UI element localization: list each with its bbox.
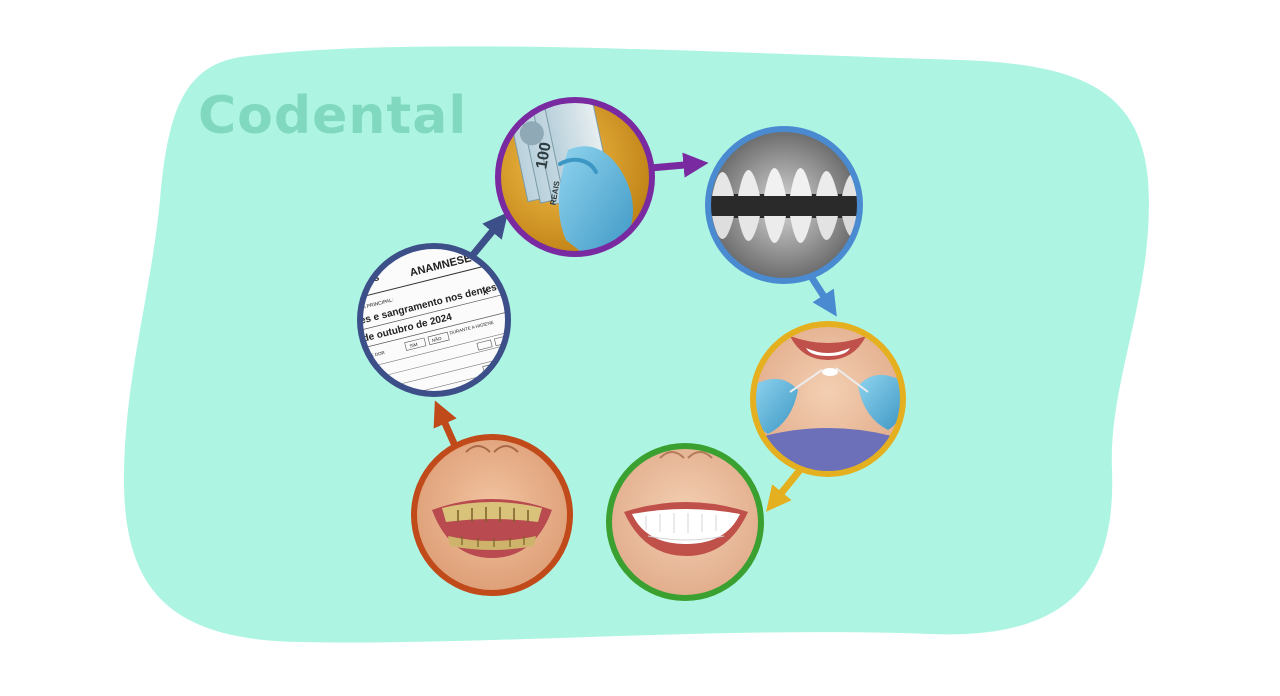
healthy-teeth-icon	[624, 451, 748, 556]
bill-currency: REAIS	[549, 180, 562, 206]
stage-healthy-smile	[606, 443, 764, 601]
arrow-cleaning-to-healthy	[766, 466, 804, 512]
arrow-damaged-to-form	[433, 400, 460, 452]
stage-xray	[705, 126, 863, 284]
bill-denomination: 100	[533, 141, 554, 170]
damaged-teeth-icon	[432, 445, 552, 558]
form-hint-question: SENTE DOR	[359, 350, 386, 361]
arrow-form-to-payment	[468, 212, 509, 260]
form-check-mark: X	[482, 287, 490, 297]
arrow-payment-to-xray	[646, 152, 709, 178]
form-answer-no: NÃO	[431, 335, 442, 343]
arrow-xray-to-cleaning	[808, 274, 837, 317]
codental-logo-text: Codental	[198, 86, 468, 146]
form-answer-yes: SIM	[409, 342, 418, 349]
stage-damaged-teeth	[411, 434, 573, 596]
background-blob	[124, 46, 1149, 643]
